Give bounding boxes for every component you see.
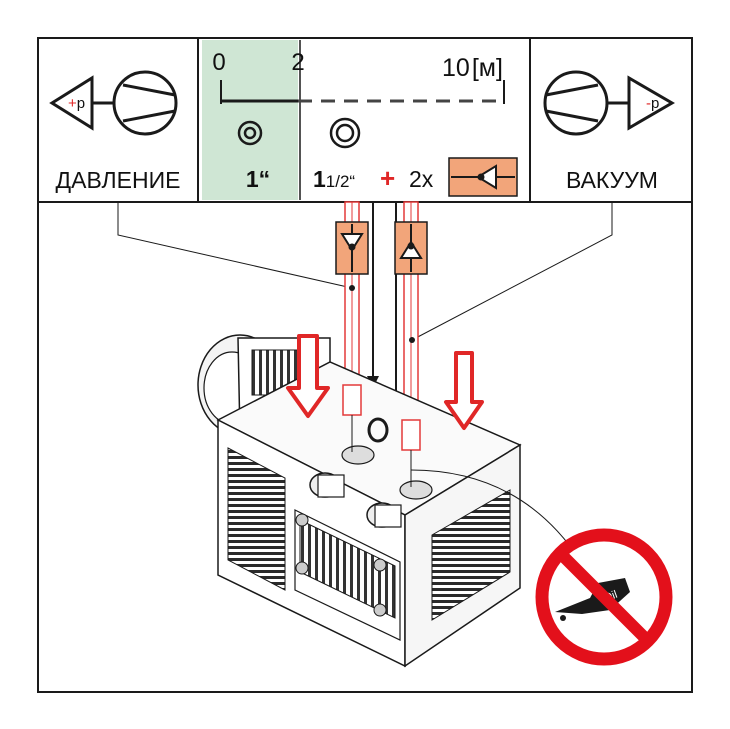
valve-count: 2x	[409, 166, 434, 192]
vacuum-label: ВАКУУМ	[566, 167, 658, 193]
short-run-size: 1“	[246, 166, 270, 192]
down-arrow-icon	[286, 334, 330, 418]
check-valve-icon	[448, 157, 518, 197]
scale-mid: 2	[291, 49, 304, 76]
pressure-check-valve	[335, 221, 369, 275]
vacuum-pump-machine	[197, 334, 522, 668]
green-zone	[202, 40, 298, 200]
pressure-symbol: +p	[68, 95, 85, 112]
long-run-size: 11/2“	[313, 166, 355, 192]
vacuum-leader-dot	[409, 337, 415, 343]
scale-start: 0	[212, 49, 225, 76]
vacuum-leader	[411, 202, 613, 341]
down-arrow-icon-2	[444, 351, 484, 430]
pressure-leader	[117, 202, 353, 289]
port-1in-icon	[237, 120, 263, 146]
port-1-5in-icon	[329, 117, 361, 149]
vacuum-check-valve	[394, 221, 428, 275]
scale-end: 10[м]	[442, 54, 503, 82]
pressure-symbol-p: p	[77, 95, 85, 112]
pressure-pump-icon: +p	[49, 70, 178, 136]
no-oil-sign-icon: Oil	[535, 528, 673, 666]
oil-leader	[410, 469, 581, 561]
outer-frame	[37, 37, 693, 693]
vacuum-pump-icon: -p	[543, 70, 675, 136]
vacuum-symbol: -p	[646, 95, 659, 112]
pressure-leader-dot	[349, 285, 355, 291]
pressure-label: ДАВЛЕНИЕ	[56, 167, 181, 193]
plus-sign: +	[380, 163, 395, 193]
